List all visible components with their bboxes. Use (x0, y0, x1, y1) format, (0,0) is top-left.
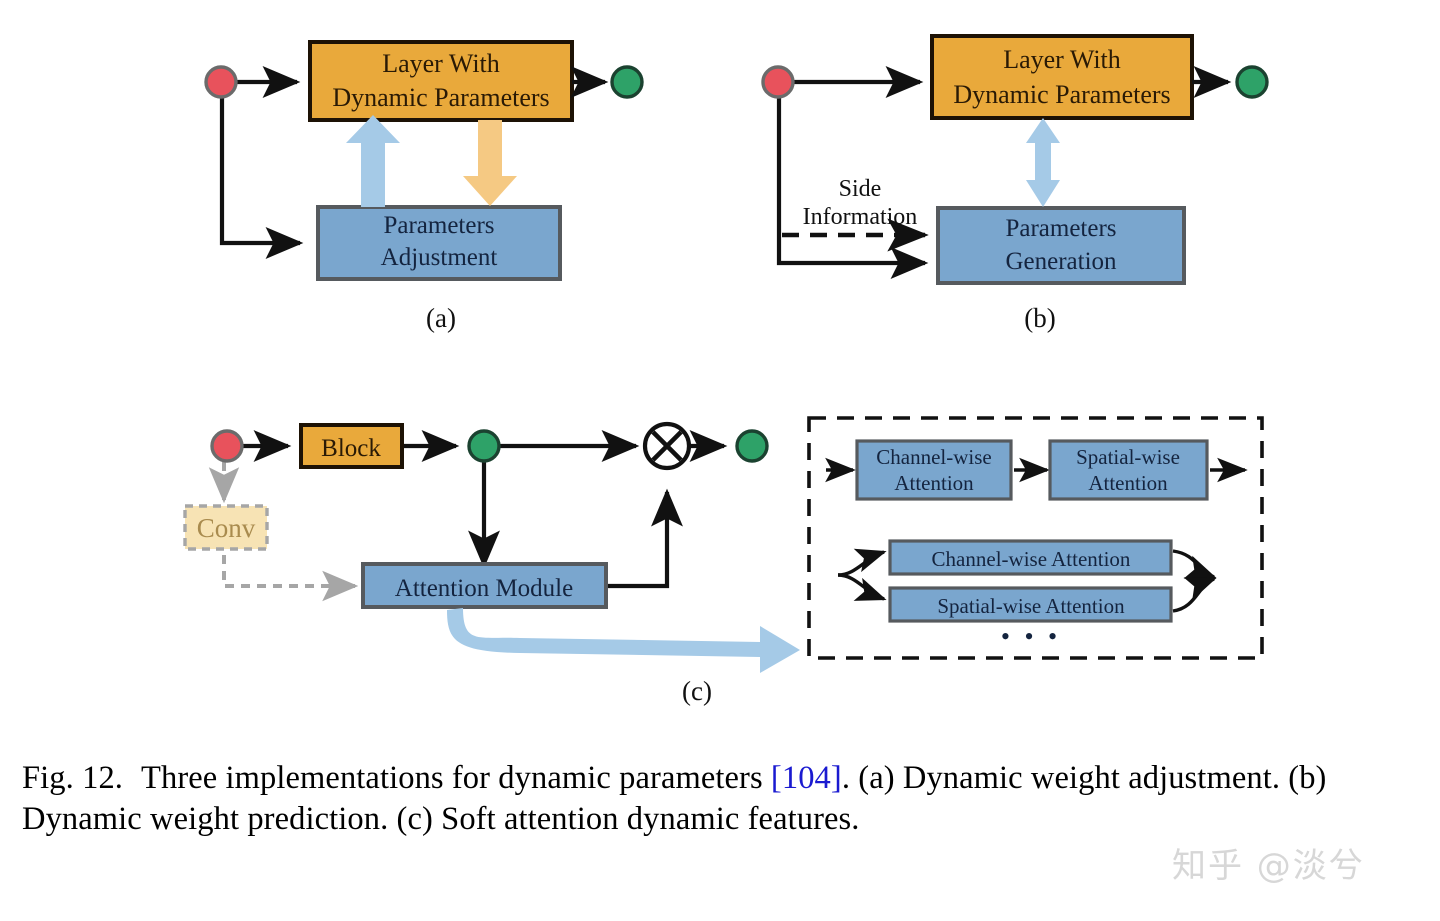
panel-c: Block Conv Attention Module (183, 421, 800, 706)
attention-module-label: Attention Module (395, 575, 573, 602)
caption-text-after-reference: . (a) Dynamic weight adjustment. (b) Dyn… (22, 760, 1327, 837)
panel-a: Layer With Dynamic Parameters Parameters… (204, 40, 644, 333)
caption-text-before-reference: Three implementations for dynamic parame… (141, 760, 771, 796)
input-node-red-c (210, 429, 244, 463)
detail-label-line1: Channel-wise (876, 445, 991, 469)
block-block[interactable]: Block (299, 423, 404, 469)
output-node-green-b (1235, 65, 1269, 99)
side-information-line2: Information (803, 204, 918, 230)
block-label: Block (321, 435, 381, 462)
attention-detail-box: Channel-wise Attention Spatial-wise Atte… (807, 416, 1264, 660)
panel-b: Layer With Dynamic Parameters Parameters… (761, 34, 1269, 333)
block-label-line1: Layer With (382, 49, 500, 78)
figure-caption: Fig. 12. Three implementations for dynami… (22, 758, 1422, 840)
detail-label-line2: Attention (1088, 471, 1168, 495)
multiply-operator (642, 421, 692, 471)
input-node-red-a (204, 65, 238, 99)
detail-block-channel-wise-attention-seq[interactable]: Channel-wise Attention (855, 439, 1013, 501)
input-node-red-b (761, 65, 795, 99)
side-information-line1: Side (839, 176, 882, 202)
panel-label-b: (b) (1024, 303, 1055, 333)
panel-a-connectors (219, 66, 304, 259)
orange-down-arrow-a (463, 120, 517, 206)
block-label-line2: Dynamic Parameters (332, 83, 549, 112)
block-label-line2: Dynamic Parameters (953, 80, 1170, 109)
block-parameters-adjustment[interactable]: Parameters Adjustment (316, 205, 562, 281)
blue-curved-arrow (447, 608, 800, 673)
detail-block-spatial-wise-attention-seq[interactable]: Spatial-wise Attention (1048, 439, 1209, 501)
block-label-line2: Generation (1005, 248, 1117, 275)
block-label-line1: Parameters (1005, 215, 1116, 242)
block-layer-with-dynamic-parameters-b[interactable]: Layer With Dynamic Parameters (930, 34, 1194, 120)
block-label-line1: Layer With (1003, 45, 1121, 74)
output-node-green-c (735, 429, 769, 463)
caption-reference-link[interactable]: [104] (770, 760, 842, 796)
detail-label: Channel-wise Attention (932, 547, 1131, 571)
caption-figure-number: Fig. 12. (22, 760, 124, 796)
feature-node-green-c (467, 429, 501, 463)
detail-label-line2: Attention (894, 471, 974, 495)
block-attention-module[interactable]: Attention Module (361, 562, 608, 609)
block-label-line2: Adjustment (381, 244, 498, 271)
block-parameters-generation[interactable]: Parameters Generation (936, 206, 1186, 285)
detail-label: Spatial-wise Attention (937, 594, 1125, 618)
conv-label: Conv (197, 513, 256, 543)
blue-double-arrow-b (1026, 118, 1060, 207)
detail-block-channel-wise-attention-par[interactable]: Channel-wise Attention (888, 539, 1173, 576)
detail-label-line1: Spatial-wise (1076, 445, 1180, 469)
blue-up-arrow-a (346, 115, 400, 207)
detail-ellipsis: • • • (1001, 622, 1061, 651)
detail-block-spatial-wise-attention-par[interactable]: Spatial-wise Attention (888, 586, 1173, 623)
block-conv[interactable]: Conv (183, 504, 269, 551)
output-node-green-a (610, 65, 644, 99)
block-label-line1: Parameters (383, 212, 494, 239)
panel-label-c: (c) (682, 676, 712, 706)
panel-b-connectors (776, 66, 929, 279)
block-layer-with-dynamic-parameters-a[interactable]: Layer With Dynamic Parameters (308, 40, 574, 122)
panel-label-a: (a) (426, 303, 456, 333)
